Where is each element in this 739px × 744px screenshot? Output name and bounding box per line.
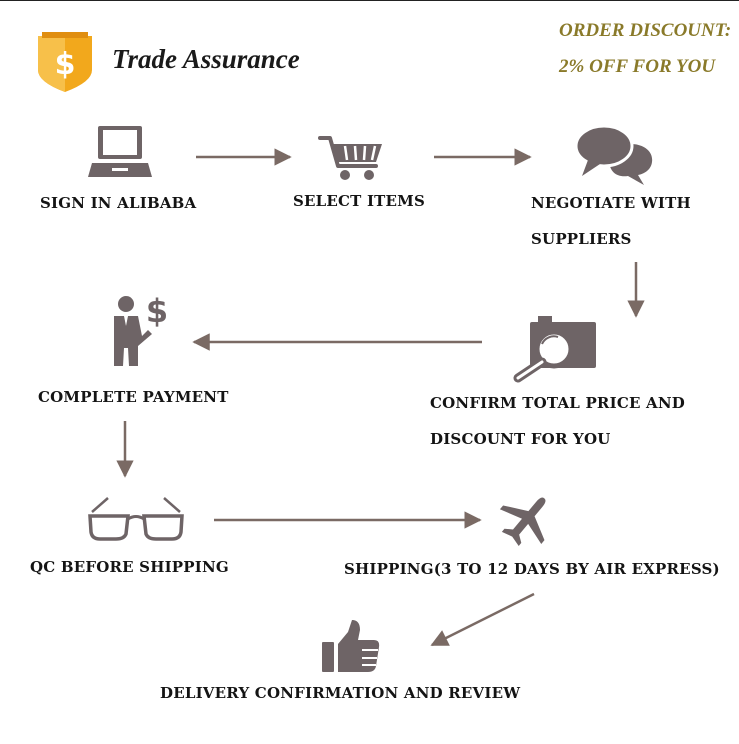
- step-delivery-label: DELIVERY CONFIRMATION AND REVIEW: [160, 684, 521, 702]
- step-negotiate-label-line2: SUPPLIERS: [531, 230, 632, 248]
- thumbs-up-icon: [322, 620, 380, 672]
- brand-title: Trade Assurance: [112, 44, 300, 74]
- svg-text:$: $: [146, 292, 168, 330]
- discount-value: 2% OFF FOR YOU: [559, 56, 716, 77]
- step-confirm-label-line2: DISCOUNT FOR YOU: [430, 430, 611, 448]
- magnifier-icon: [513, 316, 596, 383]
- arrow-shipping-to-delivery: [430, 592, 535, 647]
- step-shipping-label: SHIPPING(3 TO 12 DAYS BY AIR EXPRESS): [344, 560, 720, 578]
- top-border: [0, 0, 739, 1]
- step-confirm-label-line1: CONFIRM TOTAL PRICE AND: [430, 394, 685, 412]
- step-qc-label: QC BEFORE SHIPPING: [30, 558, 229, 576]
- glasses-icon: [88, 497, 184, 541]
- svg-text:$: $: [55, 47, 76, 82]
- step-negotiate-label-line1: NEGOTIATE WITH: [531, 194, 691, 212]
- step-select-items-label: SELECT ITEMS: [293, 192, 426, 210]
- businessman-dollar-icon: $: [114, 292, 168, 366]
- shield-dollar-icon: $: [38, 32, 92, 92]
- order-discount-label: ORDER DISCOUNT:: [559, 20, 732, 41]
- shopping-cart-icon: [318, 136, 382, 180]
- airplane-icon: [499, 497, 546, 546]
- laptop-icon: [88, 126, 152, 177]
- step-sign-in-label: SIGN IN ALIBABA: [40, 194, 197, 212]
- step-complete-payment-label: COMPLETE PAYMENT: [38, 388, 229, 406]
- chat-bubbles-icon: [574, 124, 653, 185]
